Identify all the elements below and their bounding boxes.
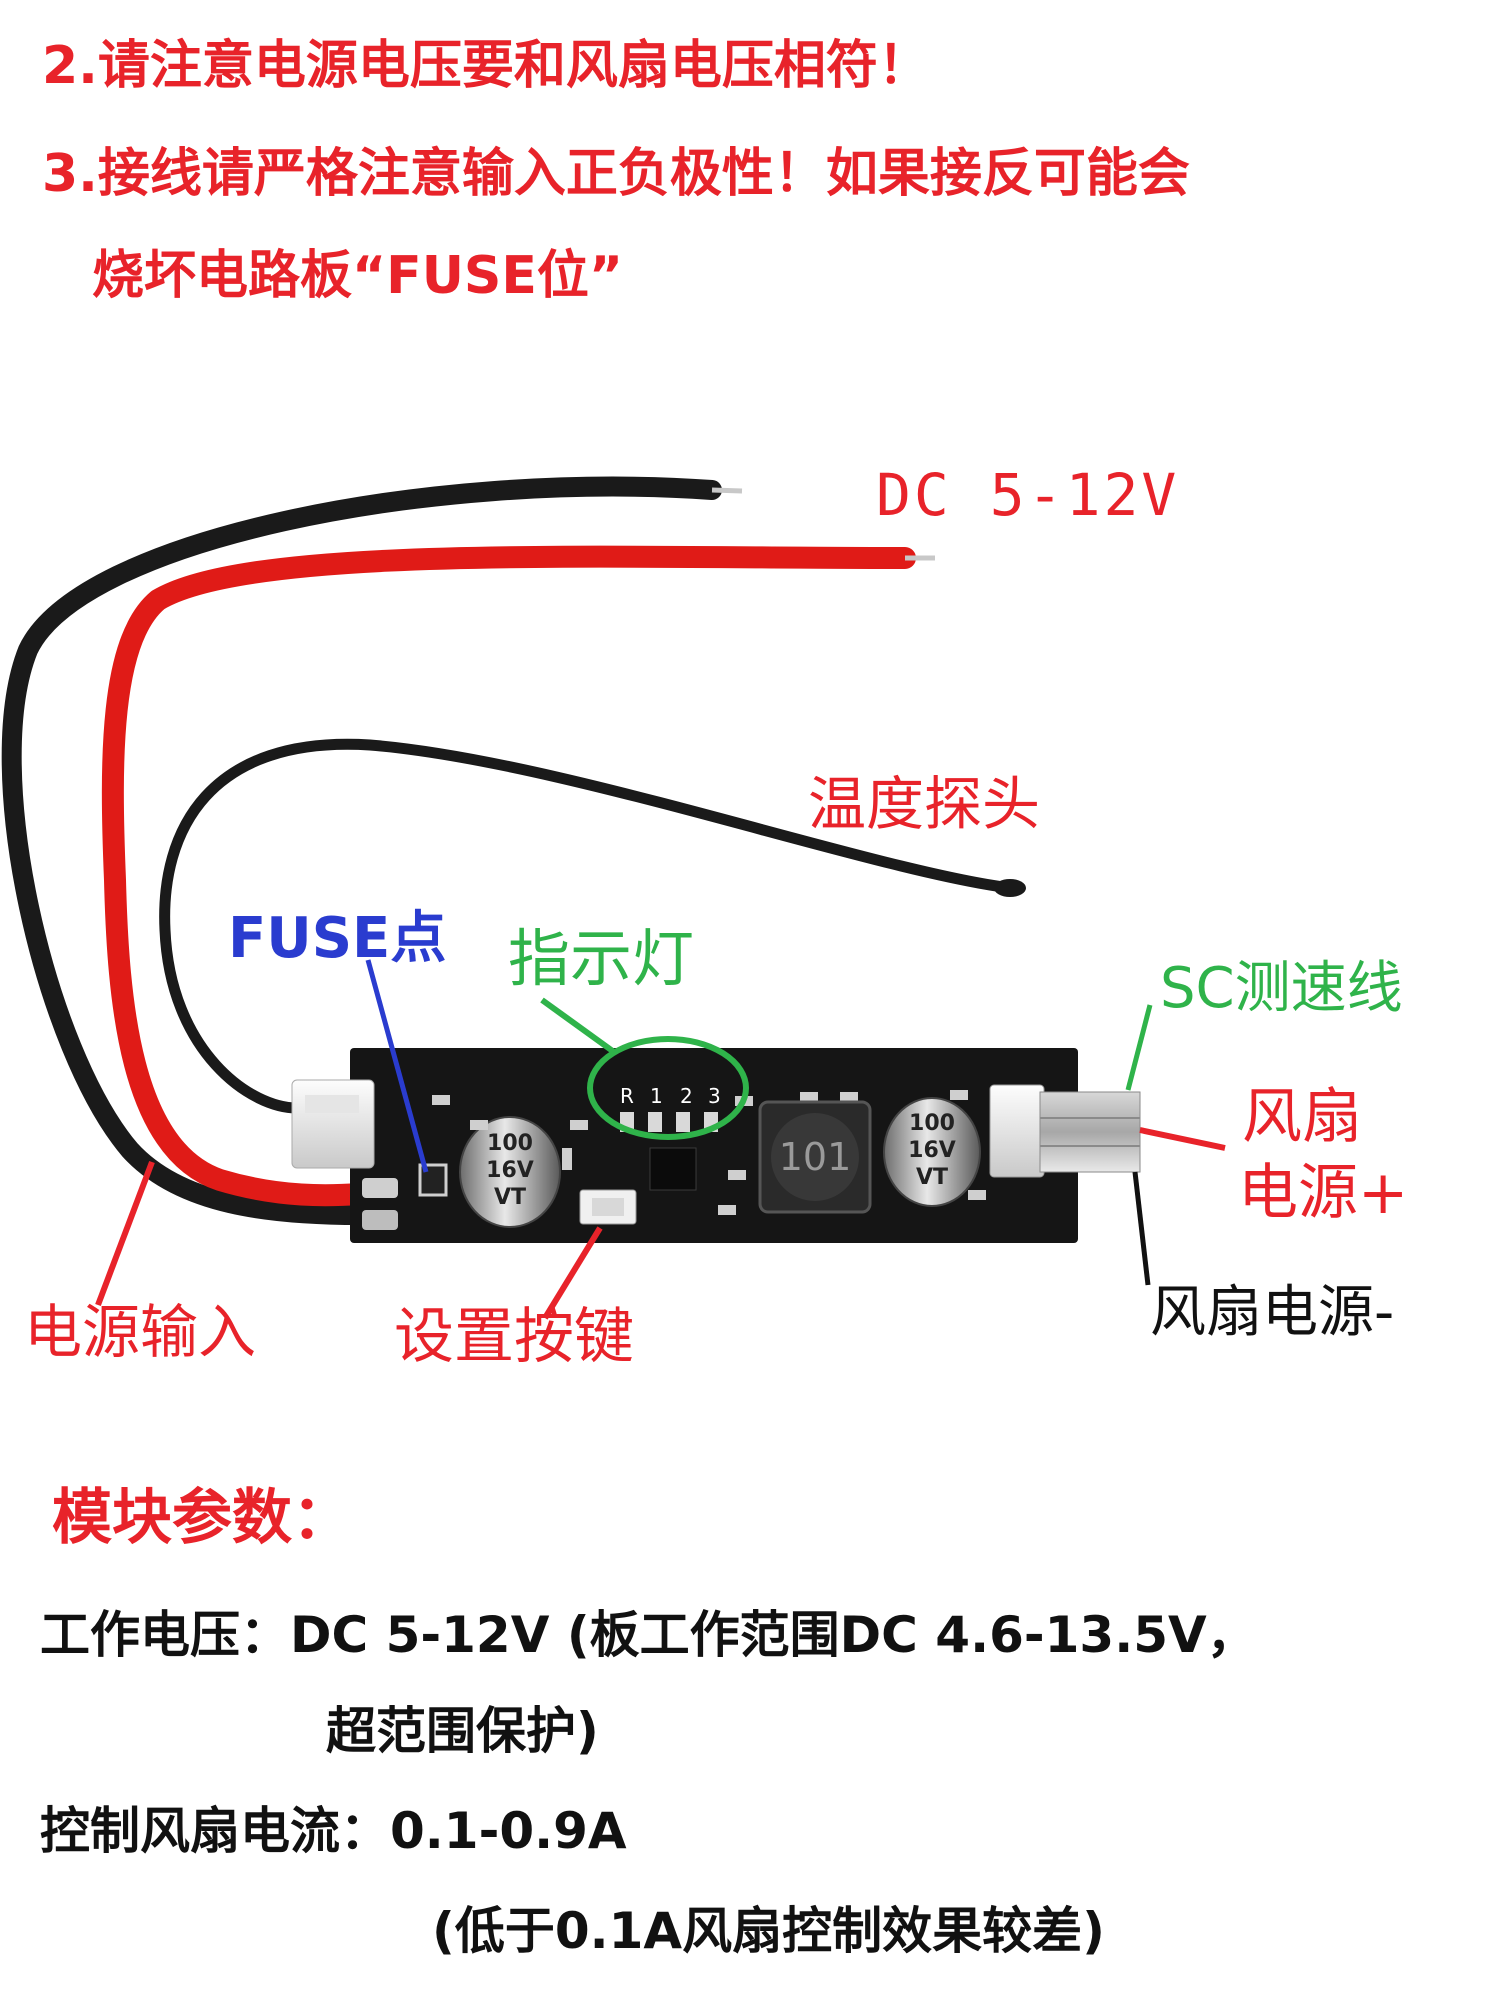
power-black-wire-tip <box>711 487 743 494</box>
fuse-part <box>418 1163 448 1197</box>
note-polarity: 3.接线请严格注意输入正负极性！如果接反可能会 <box>42 144 1190 204</box>
cap-left-mark: VT <box>494 1185 526 1210</box>
fan-minus-callout-line <box>1132 1171 1151 1286</box>
probe-wire <box>159 738 1016 1114</box>
mcu-chip <box>649 1147 697 1191</box>
sc-callout-line <box>1125 1004 1153 1091</box>
button-callout-line <box>542 1226 603 1320</box>
params-title: 模块参数： <box>52 1483 352 1553</box>
led-1 <box>648 1112 662 1132</box>
label-power-input: 电源输入 <box>24 1298 257 1366</box>
module-photo: 100 16V VT R 1 2 3 101 100 16V VT <box>1 476 1226 1320</box>
fan-plus-callout-line <box>1139 1127 1226 1151</box>
power-callout-line <box>95 1160 155 1307</box>
smd-parts <box>432 1090 986 1215</box>
cap-right-value: 100 <box>909 1111 955 1136</box>
probe-tip <box>994 879 1026 897</box>
cap-right-mark: VT <box>916 1165 948 1190</box>
capacitor-right <box>883 1097 981 1207</box>
label-temp-probe: 温度探头 <box>808 770 1041 838</box>
power-black-wire <box>1 476 722 1225</box>
label-fan-power-plus-line1: 风扇 <box>1242 1082 1362 1152</box>
probe-connector <box>291 1079 375 1169</box>
led-highlight-circle <box>587 1036 749 1140</box>
param-working-voltage: 工作电压：DC 5-12V (板工作范围DC 4.6-13.5V， <box>40 1606 1257 1664</box>
led-callout-line <box>540 997 616 1055</box>
label-fan-power-plus-line2: 电源+ <box>1238 1158 1409 1228</box>
cap-left-value: 100 <box>487 1131 533 1156</box>
param-current-note: (低于0.1A风扇控制效果较差) <box>432 1902 1105 1960</box>
label-sc-line: SC测速线 <box>1160 956 1403 1021</box>
fuse-callout-line <box>365 959 429 1173</box>
led-label-r: R <box>620 1084 634 1108</box>
capacitor-left <box>459 1116 561 1228</box>
label-set-button: 设置按键 <box>394 1302 634 1372</box>
cap-right-volt: 16V <box>908 1138 956 1163</box>
led-label-1: 1 <box>650 1084 663 1108</box>
fan-connector <box>989 1084 1045 1178</box>
note-fan-voltage: 2.请注意电源电压要和风扇电压相符！ <box>42 36 930 96</box>
label-indicator: 指示灯 <box>508 922 695 995</box>
note-fuse: 烧坏电路板“FUSE位” <box>92 246 624 306</box>
led-2 <box>676 1112 690 1132</box>
inductor-mark: 101 <box>779 1135 852 1179</box>
label-dc-voltage: DC 5-12V <box>876 461 1180 529</box>
led-label-2: 2 <box>680 1084 693 1108</box>
led-label-3: 3 <box>708 1084 721 1108</box>
power-red-wire <box>101 545 916 1207</box>
param-fan-current: 控制风扇电流：0.1-0.9A <box>40 1802 627 1860</box>
label-fan-power-minus: 风扇电源- <box>1150 1280 1395 1345</box>
bottom-edge <box>0 1984 1500 2000</box>
cap-left-volt: 16V <box>486 1158 534 1183</box>
fan-plug <box>1039 1091 1141 1173</box>
label-fuse-point: FUSE点 <box>228 906 447 971</box>
param-overrange-protection: 超范围保护) <box>326 1702 599 1760</box>
